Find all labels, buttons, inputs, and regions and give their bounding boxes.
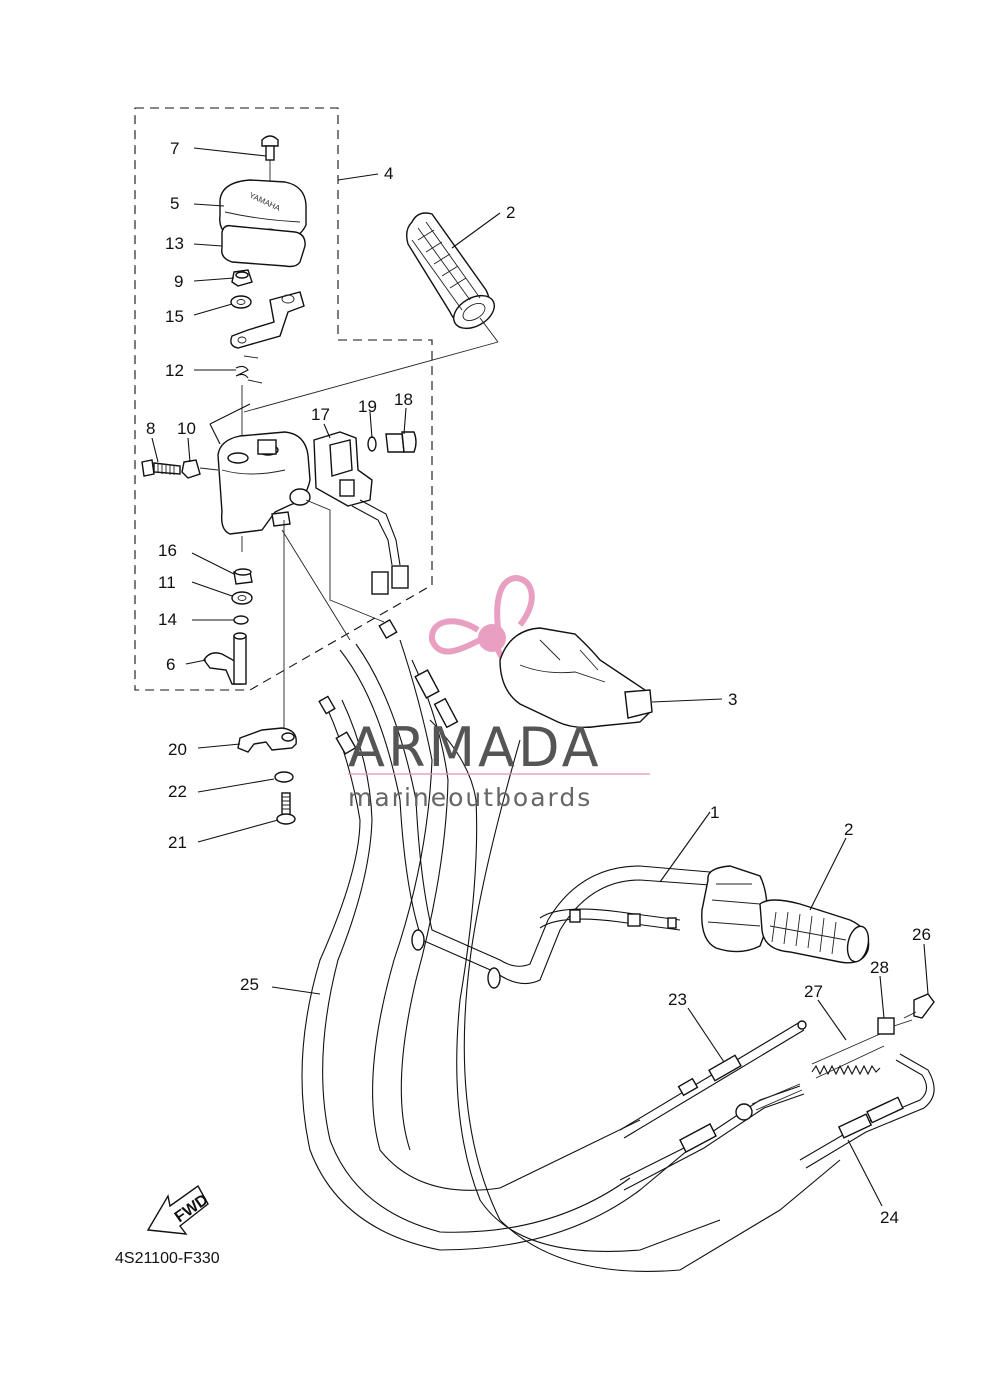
cable-24 bbox=[619, 1053, 935, 1191]
screw-18 bbox=[385, 431, 417, 453]
label-part-2-right: 2 bbox=[844, 820, 853, 839]
fwd-arrow: FWD bbox=[146, 1184, 211, 1235]
label-part-16: 16 bbox=[158, 541, 177, 560]
cap-26 bbox=[903, 993, 935, 1019]
label-part-18: 18 bbox=[394, 390, 413, 409]
cable-23 bbox=[619, 1020, 807, 1139]
label-part-2-top: 2 bbox=[506, 203, 515, 222]
leader-lines bbox=[151, 147, 929, 1207]
label-part-4: 4 bbox=[384, 164, 393, 183]
stop-switch-17 bbox=[313, 431, 409, 595]
cable-end-fittings bbox=[318, 618, 459, 755]
label-part-9: 9 bbox=[174, 272, 183, 291]
label-part-5: 5 bbox=[170, 194, 179, 213]
throttle-cable-25 bbox=[301, 709, 701, 1251]
bushing-16 bbox=[233, 568, 253, 585]
clamp-20 bbox=[237, 727, 297, 753]
assembly-dashed-outline bbox=[134, 107, 433, 691]
washer-14 bbox=[233, 615, 249, 625]
watermark-tagline: marineoutboards bbox=[348, 783, 592, 812]
gasket-13 bbox=[221, 224, 306, 268]
washer-11 bbox=[231, 591, 253, 605]
washer-15 bbox=[230, 295, 252, 309]
nut-10 bbox=[181, 459, 201, 479]
label-part-13: 13 bbox=[165, 234, 184, 253]
label-part-7: 7 bbox=[170, 139, 179, 158]
label-part-1: 1 bbox=[710, 803, 719, 822]
adjuster-28 bbox=[877, 1017, 913, 1035]
label-part-12: 12 bbox=[165, 361, 184, 380]
label-part-26: 26 bbox=[912, 925, 931, 944]
bolt-8 bbox=[141, 459, 181, 477]
handlebar-cover-3 bbox=[499, 627, 653, 729]
diagram-code: 4S21100-F330 bbox=[115, 1250, 220, 1267]
label-part-17: 17 bbox=[311, 405, 330, 424]
label-part-10: 10 bbox=[177, 419, 196, 438]
label-part-28: 28 bbox=[870, 958, 889, 977]
label-part-22: 22 bbox=[168, 782, 187, 801]
label-part-3: 3 bbox=[728, 690, 737, 709]
label-part-20: 20 bbox=[168, 740, 187, 759]
switch-cover-5: YAMAHA bbox=[219, 179, 307, 241]
bolt-21 bbox=[276, 792, 296, 825]
washer-19 bbox=[367, 436, 377, 452]
label-part-8: 8 bbox=[146, 419, 155, 438]
label-part-21: 21 bbox=[168, 833, 187, 852]
label-part-25: 25 bbox=[240, 975, 259, 994]
washer-22 bbox=[274, 771, 294, 783]
label-part-11: 11 bbox=[158, 573, 176, 592]
label-part-19: 19 bbox=[358, 397, 377, 416]
label-part-6: 6 bbox=[166, 655, 175, 674]
throttle-lever-6 bbox=[203, 632, 247, 685]
watermark-brand: ARMADA bbox=[348, 716, 602, 779]
spring-27 bbox=[811, 1064, 881, 1076]
label-part-14: 14 bbox=[158, 610, 177, 629]
grip-2-right bbox=[701, 865, 870, 964]
label-part-27: 27 bbox=[804, 982, 823, 1001]
part-labels: 7 5 13 9 15 12 4 2 8 10 17 19 18 16 11 1… bbox=[146, 139, 931, 1227]
throttle-housing bbox=[217, 431, 311, 552]
nut-9 bbox=[231, 269, 253, 287]
label-part-23: 23 bbox=[668, 990, 687, 1009]
throttle-bracket bbox=[230, 291, 305, 349]
screw-7 bbox=[261, 135, 279, 190]
label-part-15: 15 bbox=[165, 307, 184, 326]
grip-2-top bbox=[243, 212, 499, 413]
label-part-24: 24 bbox=[880, 1208, 899, 1227]
